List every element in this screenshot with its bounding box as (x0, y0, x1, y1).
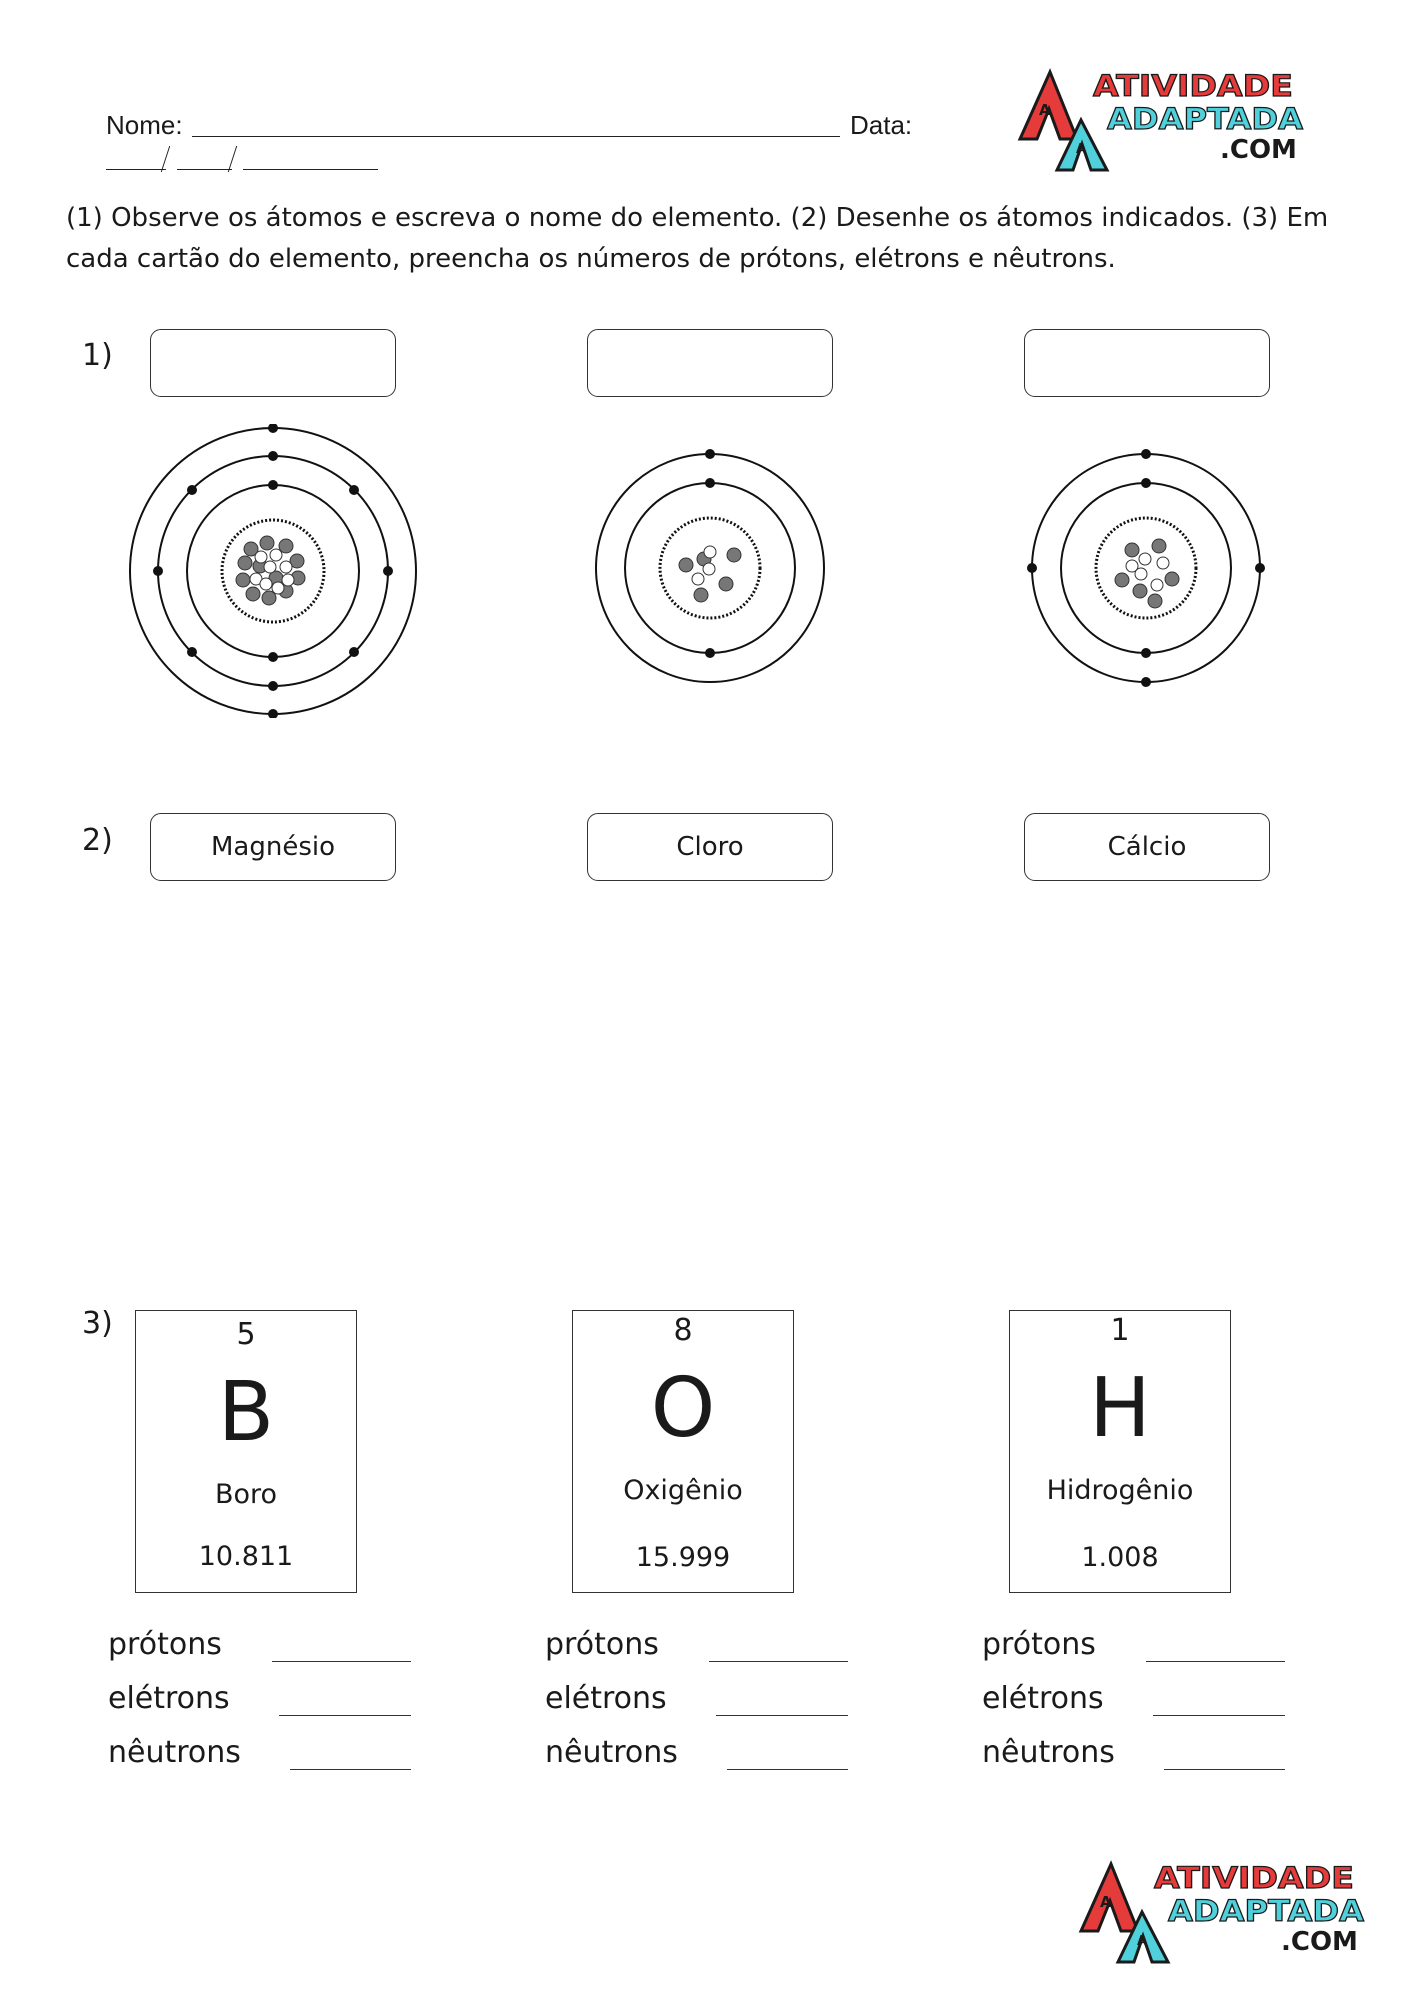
instructions-text: (1) Observe os átomos e escreva o nome d… (66, 203, 1329, 274)
protons-input-2[interactable] (709, 1661, 848, 1662)
logo-graphic: A A ATIVIDADE ADAPTADA .COM (1017, 68, 1304, 172)
electrons-input-1[interactable] (279, 1715, 411, 1716)
card-atomic-mass: 10.811 (198, 1541, 294, 1572)
protons-label-3: prótons (982, 1627, 1096, 1662)
electrons-label-1: elétrons (108, 1681, 230, 1716)
logo-line2: ADAPTADA (1168, 1894, 1365, 1928)
element-label-2: Cloro (587, 813, 833, 881)
svg-text:A: A (1100, 1893, 1112, 1911)
answer-box-atom-2[interactable] (587, 329, 833, 397)
question-2-number: 2) (82, 823, 113, 858)
neutrons-input-1[interactable] (290, 1769, 411, 1770)
atom-diagram-3 (1027, 449, 1265, 687)
element-label-3: Cálcio (1024, 813, 1270, 881)
drawing-area-3[interactable] (1004, 900, 1294, 1280)
element-card-3: 1 H Hidrogênio 1.008 (1009, 1310, 1231, 1593)
electrons-label-3: elétrons (982, 1681, 1104, 1716)
neutrons-input-2[interactable] (727, 1769, 848, 1770)
logo-line1: ATIVIDADE (1093, 69, 1293, 103)
question-3-number: 3) (82, 1306, 113, 1341)
neutrons-label-1: nêutrons (108, 1735, 241, 1770)
date-year-line (243, 169, 378, 170)
logo-line3: .COM (1220, 135, 1297, 165)
card-symbol: H (1089, 1361, 1151, 1456)
logo-line3: .COM (1281, 1927, 1358, 1957)
drawing-area-1[interactable] (130, 900, 420, 1280)
electrons-input-3[interactable] (1153, 1715, 1285, 1716)
date-label: Data: (850, 110, 913, 140)
brand-logo-top: A A ATIVIDADE ADAPTADA .COM (1015, 64, 1315, 182)
card-element-name: Hidrogênio (1046, 1475, 1194, 1506)
electrons-label-2: elétrons (545, 1681, 667, 1716)
name-label: Nome: (106, 110, 183, 140)
svg-text:A: A (1137, 1934, 1147, 1949)
card-atomic-mass: 15.999 (635, 1542, 731, 1573)
svg-text:A: A (1039, 101, 1051, 119)
answer-box-atom-3[interactable] (1024, 329, 1270, 397)
protons-label-2: prótons (545, 1627, 659, 1662)
protons-input-1[interactable] (272, 1661, 411, 1662)
element-card-1: 5 B Boro 10.811 (135, 1310, 357, 1593)
card-element-name: Oxigênio (623, 1475, 743, 1506)
brand-logo-bottom: A A ATIVIDADE ADAPTADA .COM (1076, 1856, 1376, 1974)
logo-line2: ADAPTADA (1107, 102, 1304, 136)
card-atomic-mass: 1.008 (1081, 1542, 1159, 1573)
protons-label-1: prótons (108, 1627, 222, 1662)
date-field[interactable] (106, 146, 378, 172)
atom-diagram-2 (595, 449, 825, 683)
logo-graphic: A A ATIVIDADE ADAPTADA .COM (1078, 1860, 1365, 1964)
protons-input-3[interactable] (1146, 1661, 1285, 1662)
svg-text:A: A (1076, 142, 1086, 157)
logo-line1: ATIVIDADE (1154, 1861, 1354, 1895)
drawing-area-2[interactable] (567, 900, 857, 1280)
question-1-number: 1) (82, 338, 113, 373)
card-atomic-number: 5 (236, 1317, 256, 1352)
card-element-name: Boro (214, 1479, 278, 1510)
name-line[interactable] (192, 136, 840, 137)
date-month-line (177, 169, 232, 170)
electrons-input-2[interactable] (716, 1715, 848, 1716)
element-label-1: Magnésio (150, 813, 396, 881)
card-atomic-number: 1 (1110, 1313, 1130, 1348)
neutrons-label-3: nêutrons (982, 1735, 1115, 1770)
date-day-line (106, 169, 166, 170)
answer-box-atom-1[interactable] (150, 329, 396, 397)
neutrons-label-2: nêutrons (545, 1735, 678, 1770)
card-symbol: O (650, 1361, 716, 1456)
element-card-2: 8 O Oxigênio 15.999 (572, 1310, 794, 1593)
atom-diagram-1 (129, 424, 417, 718)
card-atomic-number: 8 (673, 1313, 693, 1348)
neutrons-input-3[interactable] (1164, 1769, 1285, 1770)
card-symbol: B (217, 1365, 275, 1460)
